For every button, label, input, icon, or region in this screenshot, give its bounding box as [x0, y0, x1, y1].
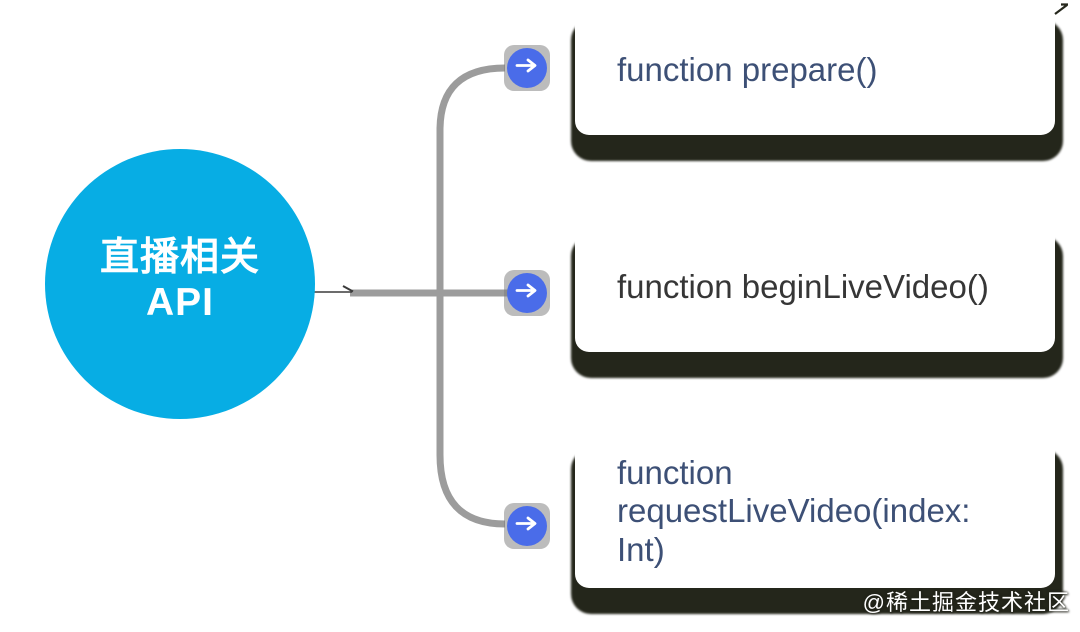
root-node-label: 直播相关 API — [99, 235, 260, 324]
card-begin-live-video[interactable]: function beginLiveVideo() — [575, 222, 1055, 352]
card-label: function requestLiveVideo(index: Int) — [617, 454, 971, 568]
arrow-right-icon — [515, 515, 539, 537]
card-label: function prepare() — [617, 51, 878, 89]
card-request-live-video[interactable]: function requestLiveVideo(index: Int) — [575, 435, 1055, 588]
arrow-right-icon — [515, 57, 539, 79]
node-disc — [507, 506, 547, 546]
cursor-mark — [1054, 3, 1068, 15]
node-disc — [507, 48, 547, 88]
arrow-right-icon — [515, 282, 539, 304]
stem-arrowhead — [342, 285, 354, 293]
branch-node-3[interactable] — [504, 503, 550, 549]
root-node[interactable]: 直播相关 API — [45, 149, 315, 419]
card-label: function beginLiveVideo() — [617, 267, 989, 305]
node-disc — [507, 273, 547, 313]
card-prepare[interactable]: function prepare() — [575, 6, 1055, 135]
branch-node-2[interactable] — [504, 270, 550, 316]
branch-node-1[interactable] — [504, 45, 550, 91]
watermark: @稀土掘金技术社区 — [862, 590, 1070, 615]
